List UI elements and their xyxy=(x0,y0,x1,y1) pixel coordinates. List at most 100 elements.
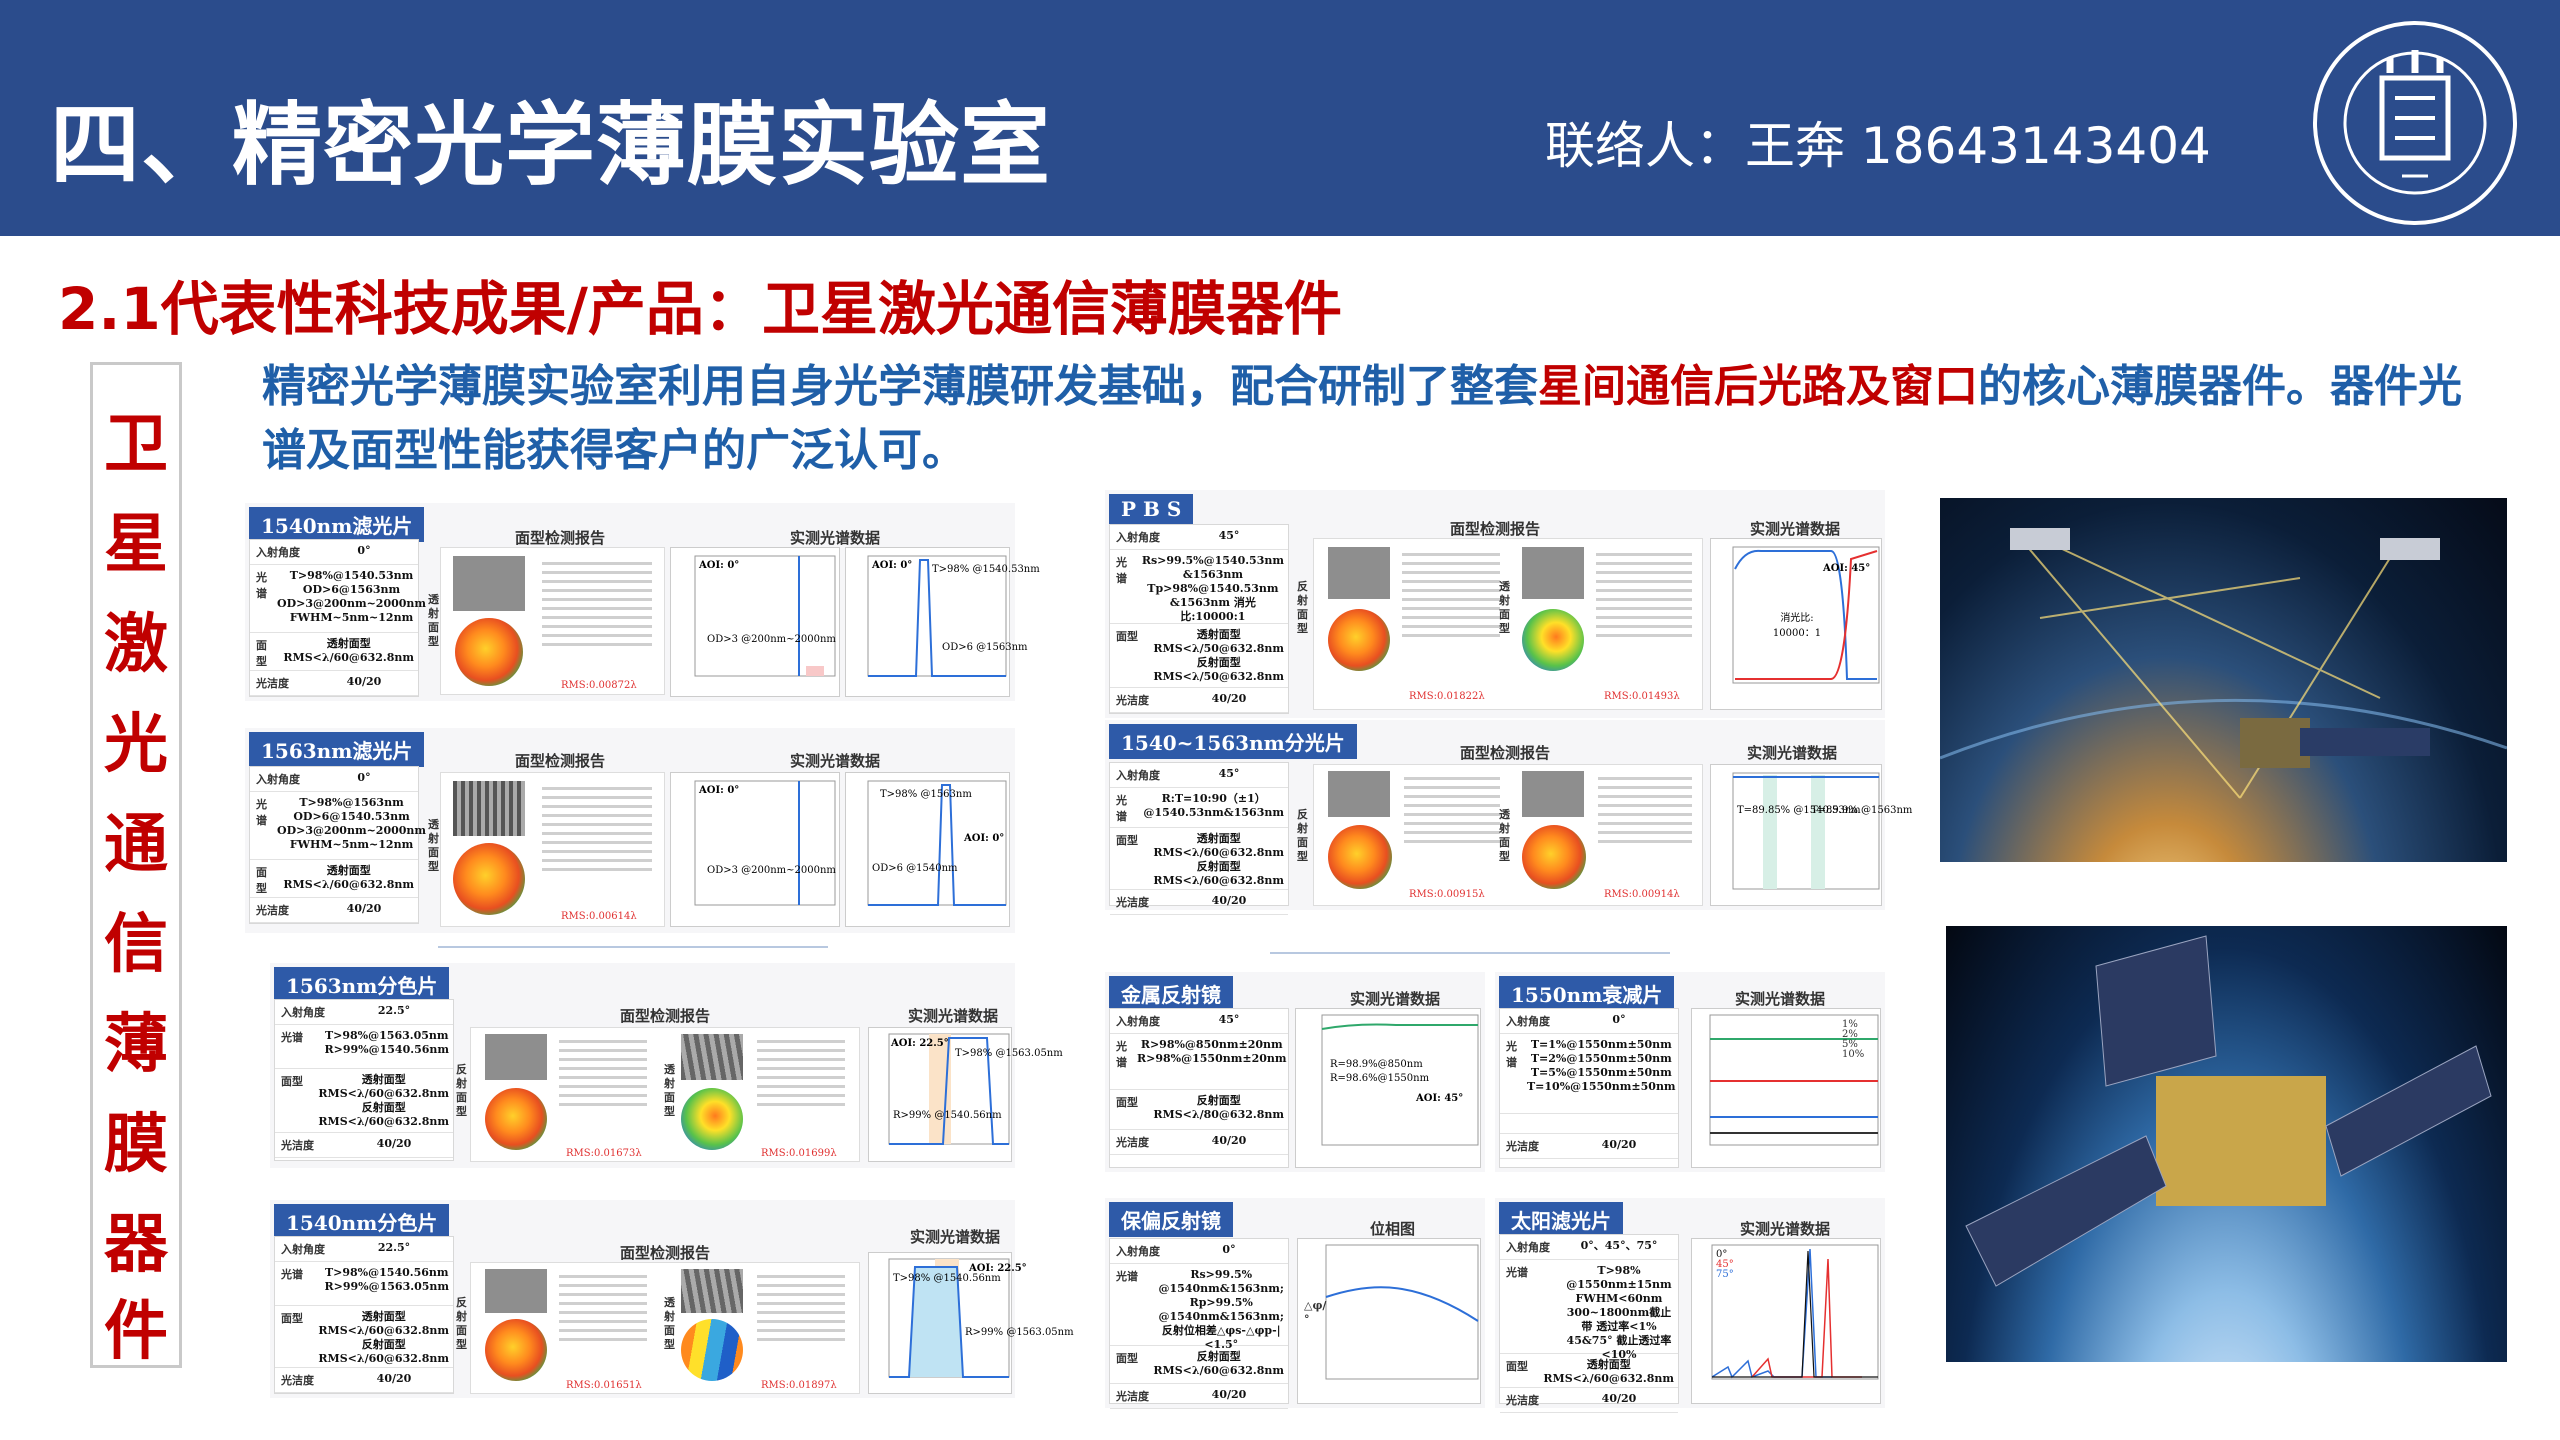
surface-heatmap xyxy=(1328,825,1392,889)
report-title: 面型检测报告 xyxy=(1450,520,1541,538)
rms-value: RMS:0.00872λ xyxy=(561,680,637,691)
surface-type-label: 透射面型 xyxy=(664,1296,675,1351)
row-value: 40/20 xyxy=(1211,692,1247,705)
spectrum-title: 实测光谱数据 xyxy=(790,752,881,770)
rms-value: RMS:0.01897λ xyxy=(761,1380,837,1391)
chart-annotation: OD>6 @1563nm xyxy=(942,642,1028,653)
row-key: 面型 xyxy=(1116,1352,1138,1365)
legend-item: 0° xyxy=(1716,1249,1728,1260)
vertical-title-box: 卫 星 激 光 通 信 薄 膜 器 件 xyxy=(90,362,182,1369)
spectrum-title: 实测光谱数据 xyxy=(910,1228,1001,1246)
row-value: T=1%@1550nm±50nm T=2%@1550nm±50nm T=5%@1… xyxy=(1527,1038,1676,1093)
row-key: 面型 xyxy=(1116,1096,1138,1109)
vertical-char: 星 xyxy=(104,508,168,582)
interferogram-image xyxy=(485,1034,547,1080)
surface-heatmap xyxy=(485,1319,547,1381)
row-value: 透射面型 RMS<λ/60@632.8nm xyxy=(283,864,415,891)
header-bar xyxy=(0,0,2560,236)
row-value: 40/20 xyxy=(1601,1138,1637,1151)
row-value: R>98%@850nm±20nm R>98%@1550nm±20nm xyxy=(1137,1038,1287,1065)
row-key: 光谱 xyxy=(1506,1266,1528,1279)
row-value: 45° xyxy=(1218,529,1240,542)
interferogram-image xyxy=(453,781,525,836)
spectrum-title: 实测光谱数据 xyxy=(908,1007,999,1025)
row-key: 入射角度 xyxy=(1506,1015,1550,1028)
spectrum-title: 实测光谱数据 xyxy=(1735,990,1826,1008)
chart-annotation: 消光比: 10000：1 xyxy=(1772,613,1822,639)
row-value: 40/20 xyxy=(1211,1134,1247,1147)
report-details xyxy=(553,1269,653,1377)
report-title: 面型检测报告 xyxy=(515,752,606,770)
spectrum-chart: 1% 2% 5% 10% xyxy=(1691,1008,1881,1168)
row-key: 光洁度 xyxy=(256,677,289,690)
row-value: 22.5° xyxy=(377,1004,411,1017)
chart-annotation: R>99% @1540.56nm xyxy=(893,1110,1002,1121)
row-value: R:T=10:90（±1）@1540.53nm&1563nm xyxy=(1143,792,1284,819)
legend-item: 5% xyxy=(1842,1039,1858,1050)
row-key: 面型 xyxy=(1116,834,1138,847)
interferogram-image xyxy=(1522,547,1584,599)
report-details xyxy=(751,1034,851,1144)
chart-annotation: AOI: 0° xyxy=(964,833,1005,844)
report-title: 面型检测报告 xyxy=(620,1244,711,1262)
vertical-char: 激 xyxy=(104,608,168,682)
report-title: 面型检测报告 xyxy=(620,1007,711,1025)
legend-item: 10% xyxy=(1842,1049,1865,1060)
spectrum-title: 实测光谱数据 xyxy=(1740,1220,1831,1238)
row-key: 面型 xyxy=(256,866,267,895)
vertical-char: 薄 xyxy=(104,1008,168,1082)
report-details xyxy=(536,556,658,676)
product-tag: 太阳滤光片 xyxy=(1499,1202,1623,1237)
section-heading-prefix: 2.1代表性科技成果/产品： xyxy=(58,275,762,343)
row-value: T>98%@1563.05nm R>99%@1540.56nm xyxy=(324,1029,450,1056)
rms-value: RMS:0.00915λ xyxy=(1409,889,1485,900)
report-details xyxy=(553,1034,653,1144)
row-key: 面型 xyxy=(281,1075,303,1088)
row-key: 光洁度 xyxy=(281,1374,314,1387)
row-value: 0°、45°、75° xyxy=(1580,1239,1658,1252)
row-key: 入射角度 xyxy=(1116,1245,1160,1258)
surface-heatmap xyxy=(1522,609,1584,671)
chart-annotation: R=98.9%@850nm xyxy=(1330,1059,1423,1070)
row-value: 22.5° xyxy=(377,1241,411,1254)
chart-annotation: OD>6 @1540nm xyxy=(872,863,958,874)
interferogram-image xyxy=(485,1269,547,1313)
surface-report: RMS:0.00614λ xyxy=(440,772,665,927)
row-key: 光洁度 xyxy=(1116,694,1149,707)
row-key: 面型 xyxy=(256,639,267,668)
spectrum-chart: AOI: 22.5° T>98% @1540.56nm R>99% @1563.… xyxy=(868,1252,1074,1394)
row-key: 光洁度 xyxy=(1116,896,1149,909)
row-key: 光洁度 xyxy=(1506,1394,1539,1407)
product-tag: 1540nm滤光片 xyxy=(249,507,425,542)
product-tag: 1540nm分色片 xyxy=(274,1204,450,1239)
surface-type-label: 透射面型 xyxy=(664,1063,675,1118)
surface-type-label: 透射面型 xyxy=(1499,808,1510,863)
row-value: 透射面型 RMS<λ/60@632.8nm xyxy=(283,637,415,664)
row-value: 透射面型 RMS<λ/60@632.8nm xyxy=(1543,1358,1675,1385)
vertical-char: 通 xyxy=(104,808,168,882)
section-heading: 2.1代表性科技成果/产品：卫星激光通信薄膜器件 xyxy=(58,262,1342,346)
spectrum-chart: AOI: 22.5° T>98% @1563.05nm R>99% @1540.… xyxy=(868,1027,1063,1162)
divider xyxy=(1270,952,1670,954)
row-key: 面型 xyxy=(281,1312,303,1325)
spectrum-title: 实测光谱数据 xyxy=(1350,990,1441,1008)
row-key: 入射角度 xyxy=(1116,531,1160,544)
surface-type-label: 反射面型 xyxy=(456,1063,467,1118)
intro-highlight: 星间通信后光路及窗口 xyxy=(1538,361,1978,412)
row-value: T>98%@1563nm OD>6@1540.53nm OD>3@200nm~2… xyxy=(277,796,427,851)
row-key: 光洁度 xyxy=(1506,1140,1539,1153)
report-title: 面型检测报告 xyxy=(1460,744,1551,762)
surface-heatmap xyxy=(1522,825,1586,889)
row-value: T>98%@1540.56nm R>99%@1563.05nm xyxy=(324,1266,450,1293)
